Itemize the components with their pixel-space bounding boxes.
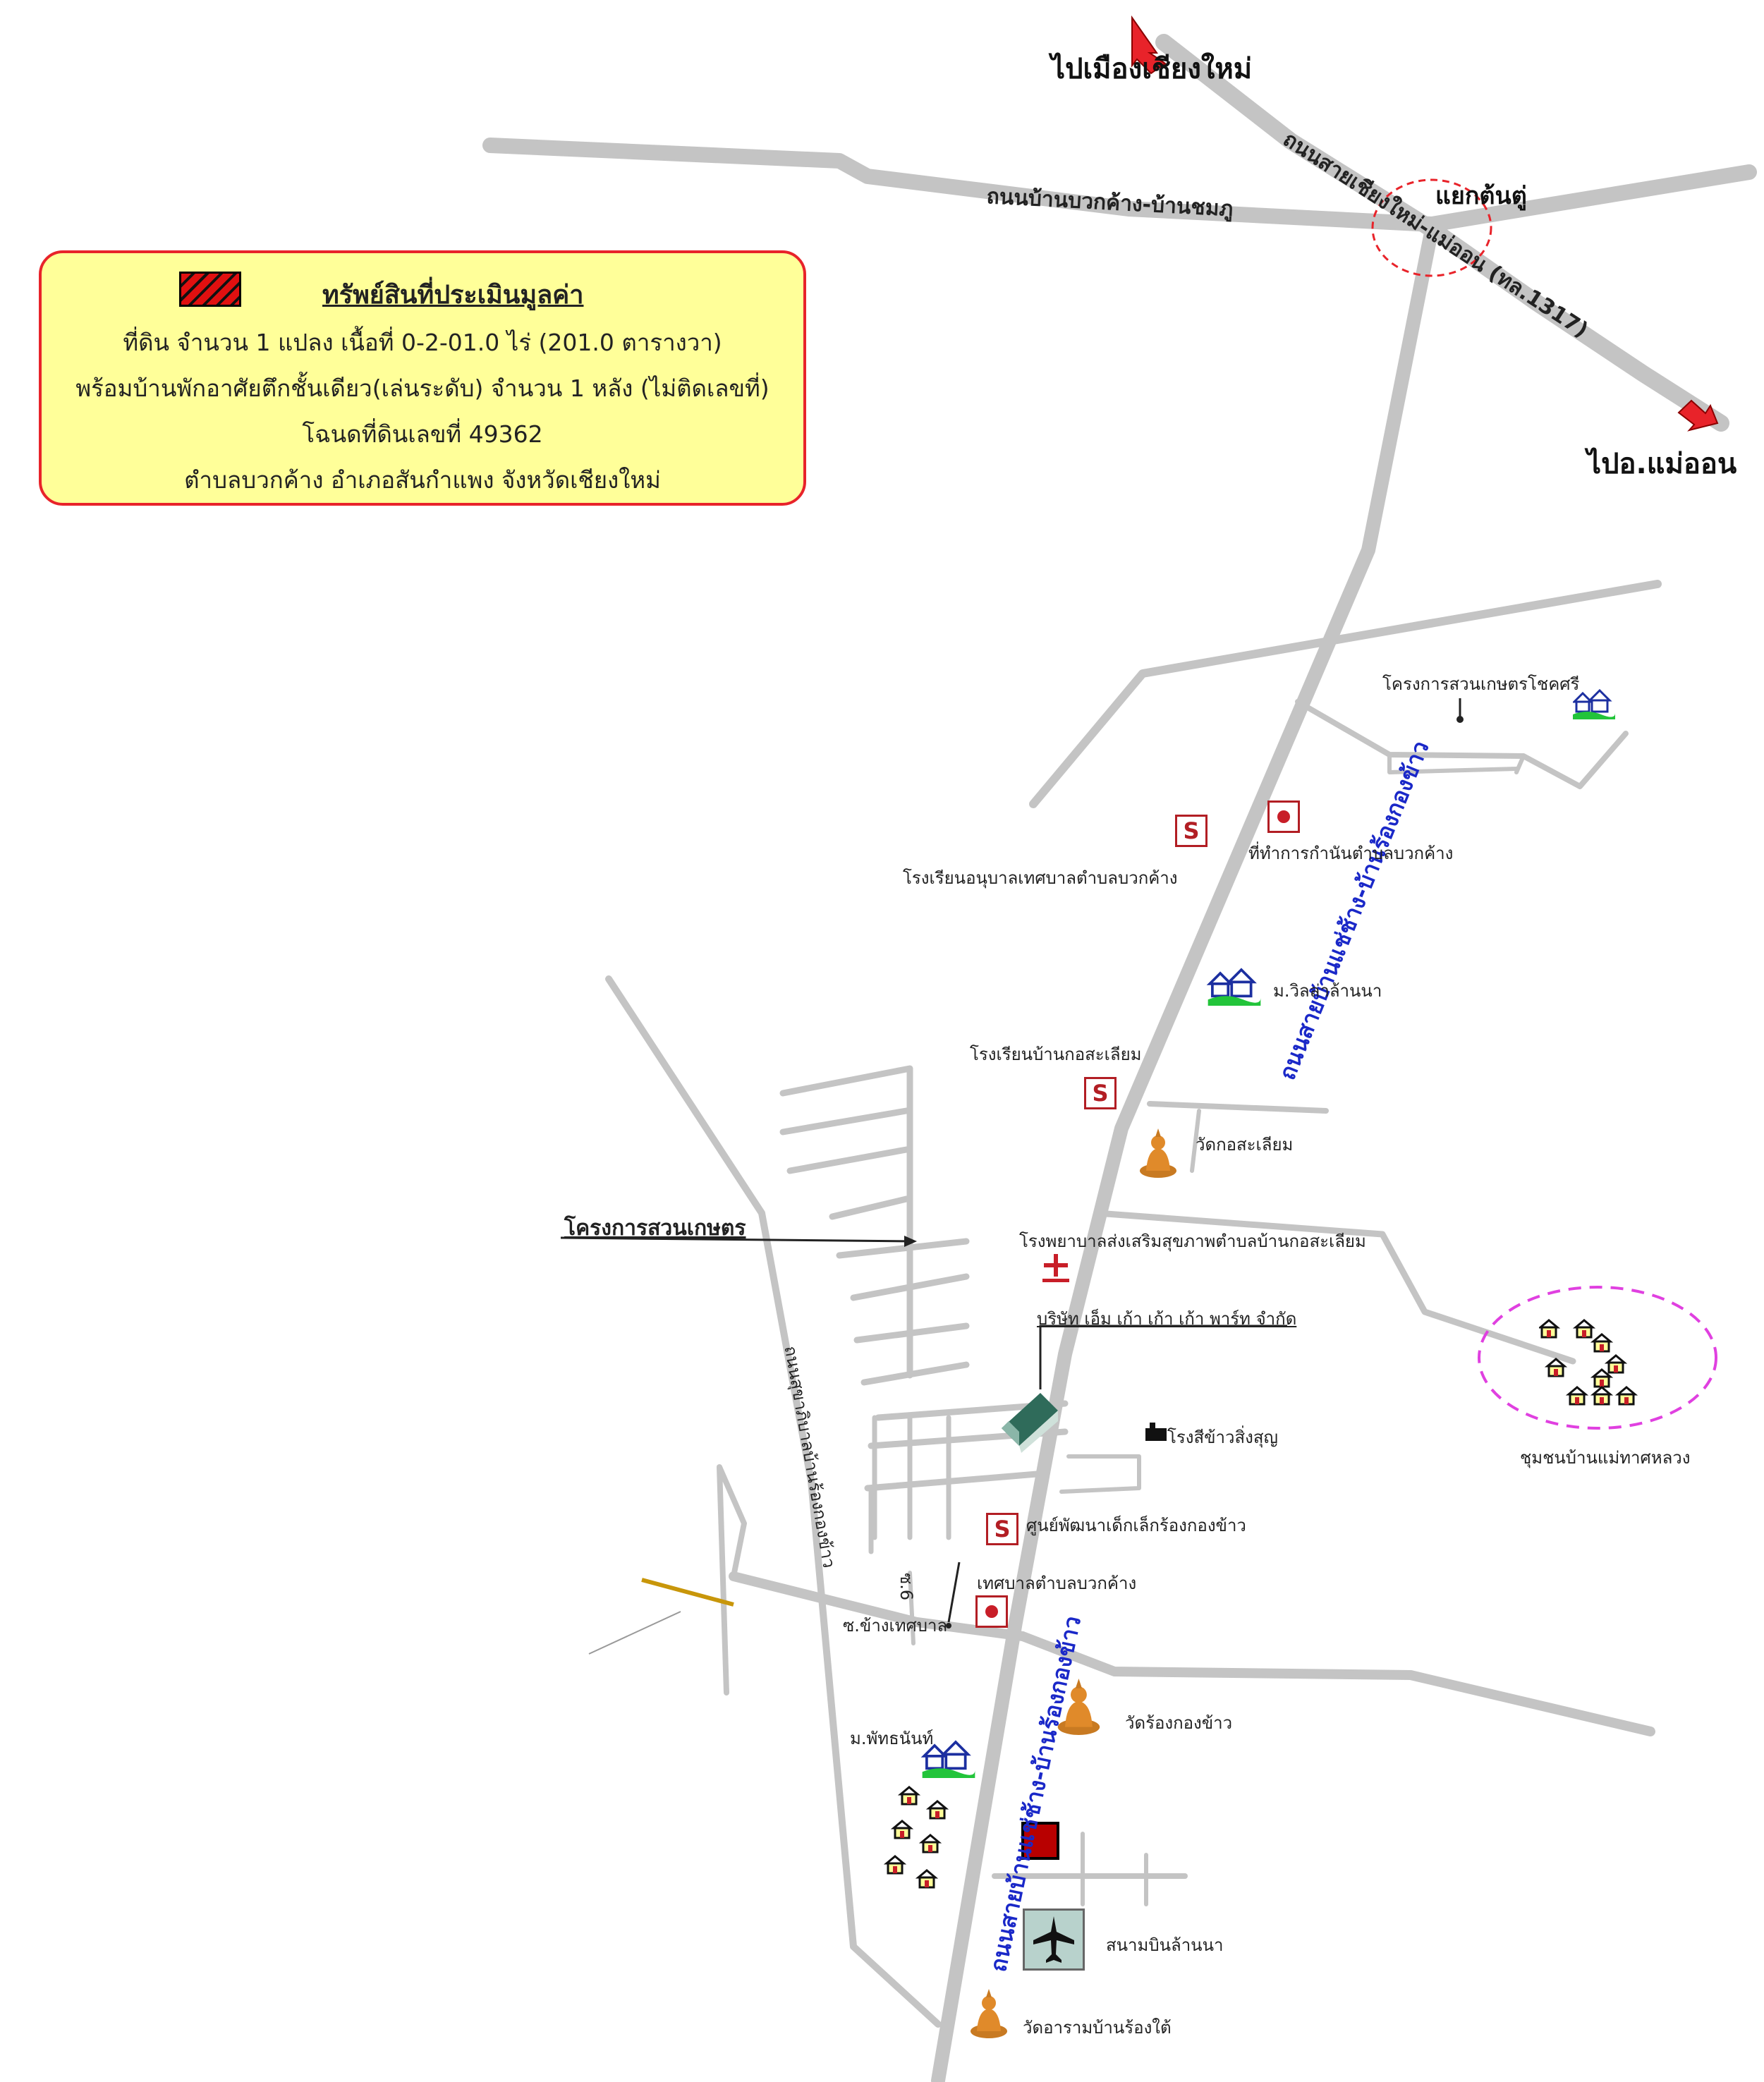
label-hospital: โรงพยาบาลส่งเสริมสุขภาพตำบลบ้านกอสะเลียม [1019,1231,1366,1251]
s-school-icon: S [1175,815,1208,847]
road-kosaluam [1147,1101,1329,1114]
road-to-mae-tha-luang [1093,1210,1576,1365]
s-school-icon-child-center: S [986,1513,1018,1545]
housing-estate-icon [1573,688,1615,719]
s-school-icon-kosaluam: S [1084,1077,1117,1109]
road-upper-east-west [1029,580,1662,808]
intersection-marker [1371,178,1492,277]
label-farm-project: โครงการสวนเกษตร [564,1216,746,1241]
road-west [605,975,942,2028]
legend-line-3: โฉนดที่ดินเลขที่ 49362 [302,420,543,448]
legend-title: ทรัพย์สินที่ประเมินมูลค่า [322,281,584,310]
label-villa-lanna: ม.วิลล่าล้านนา [1273,981,1382,1001]
label-rice-mill: โรงสีข้าวสิ่งสุญ [1167,1427,1278,1447]
hatched-property-icon [179,272,241,307]
label-kindergarten: โรงเรียนอนุบาลเทศบาลตำบลบวกค้าง [903,868,1178,888]
road-baensang-rongkongkhao [931,222,1439,2082]
red-dot-office-icon-municipality [975,1595,1008,1628]
airplane-icon [1023,1908,1085,1971]
label-pattanan: ม.พัทธนันท์ [850,1729,934,1748]
red-dot-office-icon [1267,800,1300,833]
road-buakkhang-chomphu [482,138,1757,232]
buddha-temple-icon [1140,1128,1176,1178]
label-suan-kaset-sri-chok: โครงการสวนเกษตรโชคศรี [1382,674,1580,694]
label-municipality: เทศบาลตำบลบวกค้าง [977,1573,1137,1593]
label-intersection: แยกต้นตู่ [1435,182,1527,210]
legend-box: ทรัพย์สินที่ประเมินมูลค่า ที่ดิน จำนวน 1… [39,250,806,506]
red-arrow-icon-maeon [1677,399,1719,432]
label-wat-aram: วัดอารามบ้านร้องใต้ [1023,2018,1172,2038]
label-child-center: ศูนย์พัฒนาเด็กเล็กร้องกองข้าว [1026,1516,1246,1535]
label-to-maeon: ไปอ.แม่ออน [1587,448,1737,480]
community-boundary [1478,1286,1717,1430]
road-branch-ne-2 [1387,753,1519,774]
factory-icon [1002,1393,1058,1453]
label-company: บริษัท เอ็ม เก้า เก้า เก้า พาร์ท จำกัด [1037,1309,1297,1329]
housing-estate-icon-villa [1206,968,1261,1006]
label-subdistrict-office: ที่ทำการกำนันตำบลบวกค้าง [1248,844,1454,863]
label-to-chiangmai: ไปเมืองเชียงใหม่ [1051,53,1253,85]
highway-chiangmai-maeon [1155,34,1729,432]
label-mae-tha-luang: ชุมชนบ้านแม่ทาศหลวง [1520,1448,1691,1468]
label-school-kosaluam: โรงเรียนบ้านกอสะเลียม [970,1045,1142,1064]
legend-line-1: ที่ดิน จำนวน 1 แปลง เนื้อที่ 0-2-01.0 ไร… [123,329,722,356]
legend-line-4: ตำบลบวกค้าง อำเภอสันกำแพง จังหวัดเชียงให… [184,466,661,494]
housing-estate-icon-pattanan [920,1740,975,1778]
legend-line-2: พร้อมบ้านพักอาศัยตึกชั้นเดียว(เล่นระดับ)… [75,375,770,402]
house-cluster-pattanan [885,1786,947,1889]
label-soi-municipal: ซ.ข้างเทศบาล [843,1616,948,1636]
red-arrow-icon [1131,15,1167,75]
buddha-temple-icon-rongkongkhao [1057,1679,1100,1735]
road-soi-municipal [729,1571,1655,1736]
buddha-temple-icon-aram [971,1989,1007,2038]
road-branch-ne-3 [1514,754,1526,774]
label-wat-rongkongkhao: วัดร้องกองข้าว [1125,1713,1233,1733]
label-airport: สนามบินล้านนา [1106,1935,1224,1955]
red-cross-icon [1042,1254,1069,1282]
red-square-property-icon [1021,1822,1059,1860]
label-soi-6: ซ.6 [896,1573,916,1601]
label-wat-kosaluam: วัดกอสะเลียม [1196,1135,1294,1155]
rice-mill-icon [1145,1423,1167,1441]
